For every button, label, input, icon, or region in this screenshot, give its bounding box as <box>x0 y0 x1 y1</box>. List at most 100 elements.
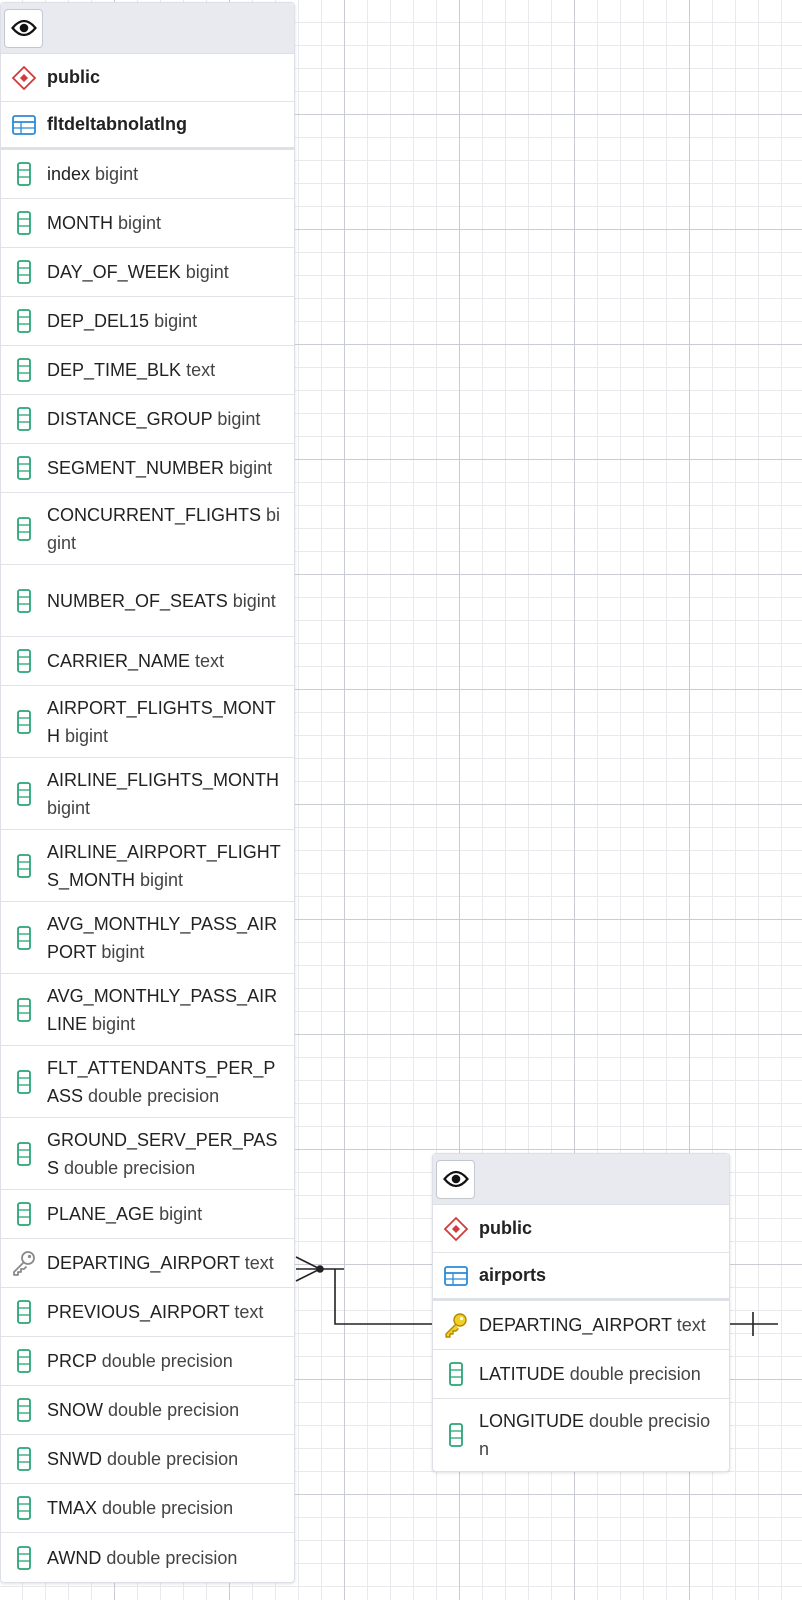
view-details-button[interactable] <box>4 8 43 48</box>
column-label: SNWD double precision <box>47 1445 289 1473</box>
table-name-row: airports <box>433 1253 729 1301</box>
column-type: bigint <box>47 797 91 818</box>
column-row[interactable]: SNOW double precision <box>1 1386 294 1435</box>
column-icon <box>1 649 47 673</box>
column-row[interactable]: TMAX double precision <box>1 1484 294 1533</box>
column-row[interactable]: FLT_ATTENDANTS_PER_PASS double precision <box>1 1046 294 1118</box>
column-name: DAY_OF_WEEK <box>47 262 181 282</box>
column-name: LONGITUDE <box>479 1411 585 1431</box>
column-label: LONGITUDE double precision <box>479 1407 724 1463</box>
column-row[interactable]: LATITUDE double precision <box>433 1350 729 1399</box>
column-row[interactable]: SNWD double precision <box>1 1435 294 1484</box>
table-name: airports <box>479 1265 547 1285</box>
column-label: AIRLINE_FLIGHTS_MONTH bigint <box>47 766 289 822</box>
column-row-primary-key[interactable]: DEPARTING_AIRPORT text <box>433 1301 729 1350</box>
column-row[interactable]: CONCURRENT_FLIGHTS bigint <box>1 493 294 565</box>
column-type: text <box>186 360 216 380</box>
column-icon <box>1 1398 47 1422</box>
column-name: DEPARTING_AIRPORT <box>479 1315 672 1335</box>
column-name: PREVIOUS_AIRPORT <box>47 1302 230 1322</box>
column-label: AIRLINE_AIRPORT_FLIGHTS_MONTH bigint <box>47 838 289 894</box>
column-row[interactable]: AWND double precision <box>1 1533 294 1582</box>
column-icon <box>1 925 47 950</box>
column-name: MONTH <box>47 213 113 233</box>
column-label: LATITUDE double precision <box>479 1360 724 1388</box>
table-name-row: fltdeltabnolatlng <box>1 102 294 150</box>
column-row[interactable]: DEP_TIME_BLK text <box>1 346 294 395</box>
column-row[interactable]: AVG_MONTHLY_PASS_AIRPORT bigint <box>1 902 294 974</box>
column-type: bigint <box>232 590 276 611</box>
column-type: bigint <box>118 213 162 233</box>
column-row[interactable]: DISTANCE_GROUP bigint <box>1 395 294 444</box>
column-name: SNWD <box>47 1449 102 1469</box>
schema-name: public <box>47 67 100 87</box>
table-name: fltdeltabnolatlng <box>47 114 187 134</box>
column-icon <box>1 407 47 431</box>
column-type: bigint <box>92 1013 136 1034</box>
column-label: SEGMENT_NUMBER bigint <box>47 454 289 482</box>
column-name: DEP_TIME_BLK <box>47 360 182 380</box>
column-icon <box>1 309 47 333</box>
column-icon <box>1 516 47 541</box>
column-row[interactable]: PRCP double precision <box>1 1337 294 1386</box>
column-icon <box>1 709 47 734</box>
column-row[interactable]: DAY_OF_WEEK bigint <box>1 248 294 297</box>
column-label: DAY_OF_WEEK bigint <box>47 258 289 286</box>
column-type: text <box>676 1315 706 1335</box>
column-row[interactable]: index bigint <box>1 150 294 199</box>
column-row[interactable]: LONGITUDE double precision <box>433 1399 729 1471</box>
column-row[interactable]: NUMBER_OF_SEATS bigint <box>1 565 294 637</box>
column-type: double precision <box>88 1085 220 1106</box>
table-node-airports[interactable]: public airports DEPARTING_AIRPORT text L… <box>432 1153 730 1472</box>
column-label: DEP_TIME_BLK text <box>47 356 289 384</box>
column-type: double precision <box>106 1547 238 1568</box>
column-type: double precision <box>101 1351 233 1371</box>
column-icon <box>1 211 47 235</box>
column-icon <box>1 1545 47 1570</box>
column-label: MONTH bigint <box>47 209 289 237</box>
column-row[interactable]: SEGMENT_NUMBER bigint <box>1 444 294 493</box>
column-type: bigint <box>229 458 273 478</box>
column-icon <box>1 162 47 186</box>
column-icon <box>1 588 47 613</box>
column-row[interactable]: AIRLINE_FLIGHTS_MONTH bigint <box>1 758 294 830</box>
view-details-button[interactable] <box>436 1159 475 1199</box>
column-name: AVG_MONTHLY_PASS_AIRPORT <box>47 913 278 962</box>
column-name: DEPARTING_AIRPORT <box>47 1253 240 1273</box>
column-icon <box>1 1349 47 1373</box>
column-row-foreign-key[interactable]: DEPARTING_AIRPORT text <box>1 1239 294 1288</box>
column-icon <box>1 853 47 878</box>
foreign-key-icon <box>1 1250 47 1276</box>
primary-key-icon <box>433 1312 479 1338</box>
column-name: DISTANCE_GROUP <box>47 409 213 429</box>
column-row[interactable]: GROUND_SERV_PER_PASS double precision <box>1 1118 294 1190</box>
column-name: AVG_MONTHLY_PASS_AIRLINE <box>47 985 278 1034</box>
column-row[interactable]: PLANE_AGE bigint <box>1 1190 294 1239</box>
column-label: GROUND_SERV_PER_PASS double precision <box>47 1126 289 1182</box>
column-row[interactable]: AVG_MONTHLY_PASS_AIRLINE bigint <box>1 974 294 1046</box>
column-name: AIRPORT_FLIGHTS_MONTH <box>47 697 276 746</box>
column-name: GROUND_SERV_PER_PASS <box>47 1129 278 1178</box>
schema-diamond-icon <box>1 65 47 91</box>
one-cardinality-marker <box>728 1312 778 1336</box>
column-name: AWND <box>47 1547 102 1568</box>
column-name: DEP_DEL15 <box>47 311 150 331</box>
column-row[interactable]: CARRIER_NAME text <box>1 637 294 686</box>
column-row[interactable]: PREVIOUS_AIRPORT text <box>1 1288 294 1337</box>
column-row[interactable]: AIRLINE_AIRPORT_FLIGHTS_MONTH bigint <box>1 830 294 902</box>
column-name: index <box>47 164 91 184</box>
column-row[interactable]: MONTH bigint <box>1 199 294 248</box>
column-name: AIRLINE_AIRPORT_FLIGHTS_MONTH <box>47 841 281 890</box>
column-type: bigint <box>185 262 229 282</box>
column-label: DEPARTING_AIRPORT text <box>479 1311 724 1339</box>
table-node-fltdeltabnolatlng[interactable]: public fltdeltabnolatlng index bigint MO… <box>0 2 295 1583</box>
column-type: text <box>195 651 225 671</box>
column-type: bigint <box>95 164 139 184</box>
column-icon <box>1 1300 47 1324</box>
column-row[interactable]: DEP_DEL15 bigint <box>1 297 294 346</box>
column-type: double precision <box>479 1411 711 1459</box>
column-type: text <box>234 1302 264 1322</box>
column-row[interactable]: AIRPORT_FLIGHTS_MONTH bigint <box>1 686 294 758</box>
column-icon <box>1 1447 47 1471</box>
column-type: bigint <box>159 1204 203 1224</box>
